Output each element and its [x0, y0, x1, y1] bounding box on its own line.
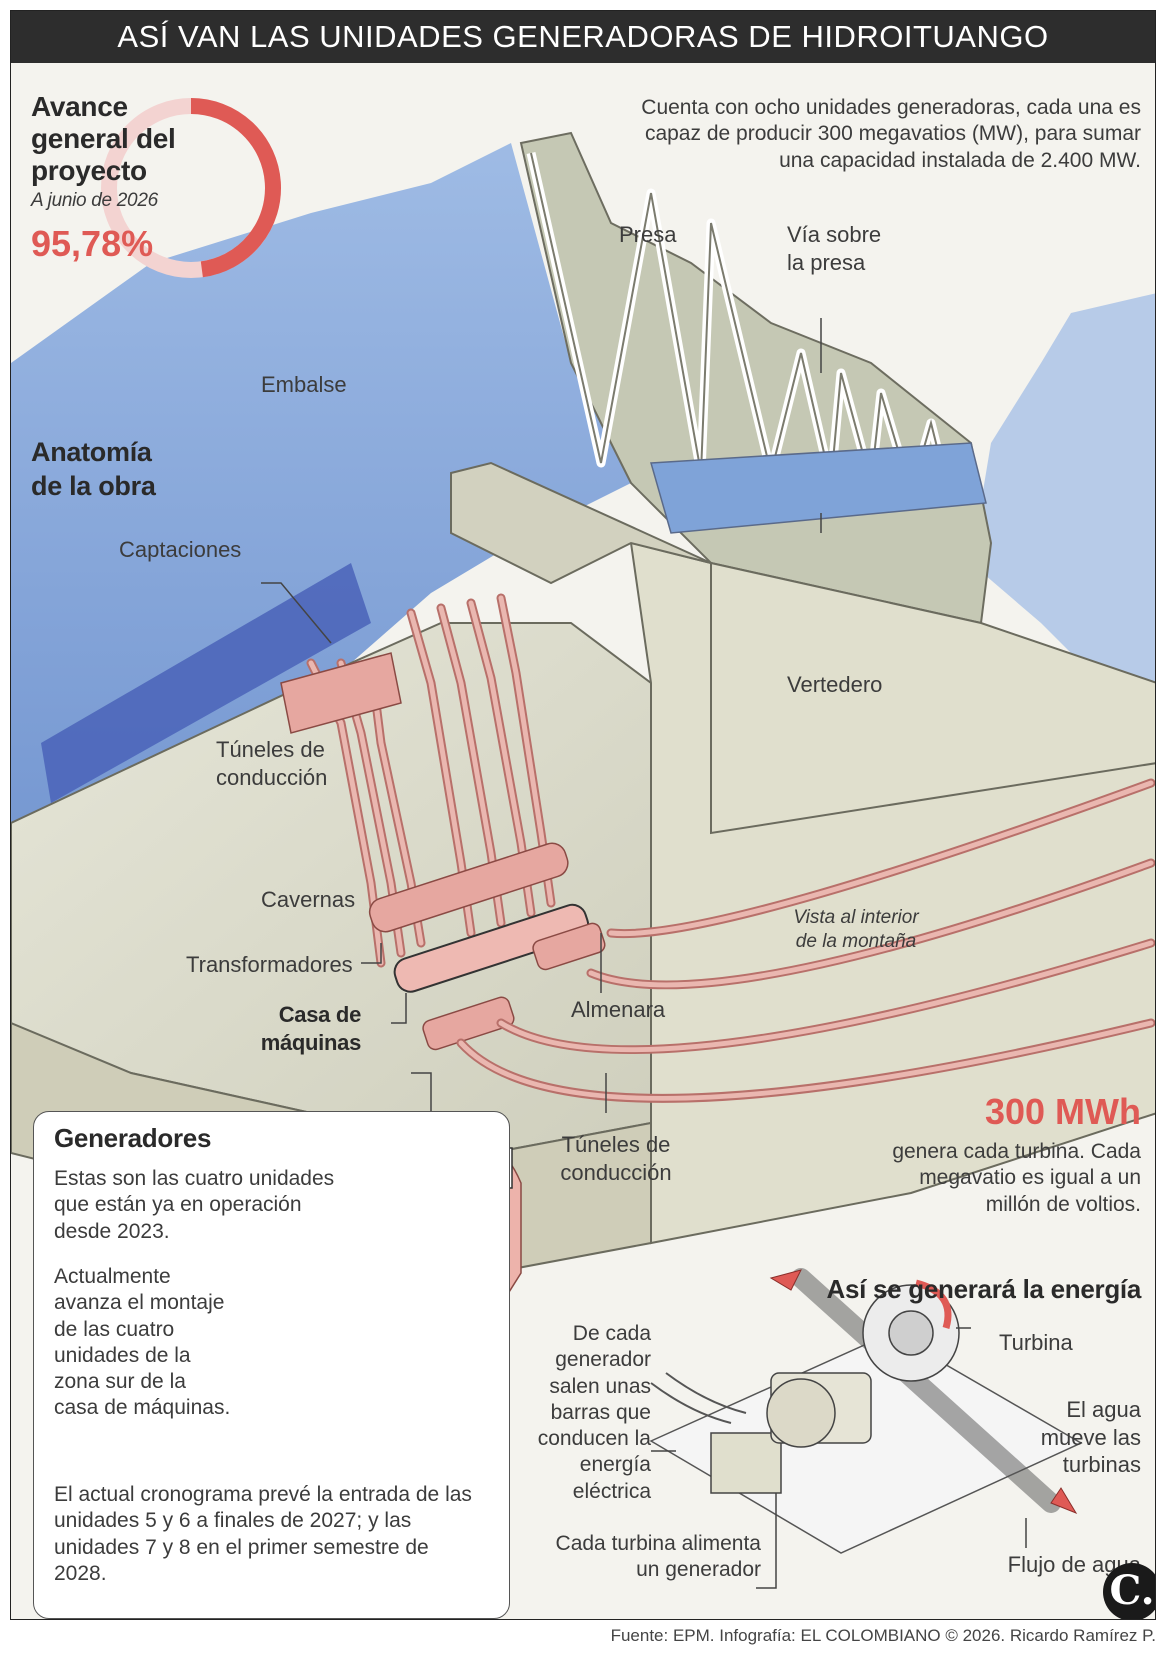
reservoir — [11, 143, 631, 843]
energy-barras: De cada generador salen unas barras que … — [537, 1322, 651, 1503]
caverns — [368, 842, 606, 1051]
label-presa: Presa — [619, 222, 677, 247]
intake-channel — [41, 563, 371, 803]
terrain-right — [629, 541, 1155, 1245]
label-casa: Casa de máquinas — [260, 1002, 362, 1055]
progress-value: 95,78% — [31, 223, 154, 264]
generators-panel: Generadores Estas son las cuatro unidade… — [33, 1111, 510, 1619]
energy-alimenta: Cada turbina alimenta un generador — [555, 1532, 761, 1582]
label-captaciones: Captaciones — [119, 537, 242, 562]
energy-agua: El agua mueve las turbinas — [1040, 1397, 1141, 1477]
label-almenara: Almenara — [571, 997, 666, 1022]
generators-p1: Estas son las cuatro unidades que están … — [54, 1167, 335, 1243]
generators-title: Generadores — [54, 1123, 212, 1153]
progress-label: Avance general del proyecto — [31, 91, 176, 187]
label-vista: Vista al interior de la montaña — [793, 907, 919, 952]
label-embalse: Embalse — [261, 372, 347, 397]
mwh-value: 300 MWh — [984, 1091, 1141, 1132]
energy-title: Así se generará la energía — [826, 1274, 1142, 1304]
progress-date: A junio de 2026 — [31, 190, 158, 211]
spillway — [650, 442, 987, 534]
turbine-diagram — [649, 1268, 1083, 1554]
footer-credits: Fuente: EPM. Infografía: EL COLOMBIANO ©… — [610, 1626, 1156, 1645]
progress-ring — [190, 98, 281, 278]
el-colombiano-logo: C. — [1103, 1563, 1155, 1619]
label-tuneles2: Túneles de conducción — [560, 1132, 672, 1185]
label-transformadores: Transformadores — [186, 952, 353, 977]
generators-p2: Actualmente avanza el montaje de las cua… — [54, 1265, 231, 1420]
infographic: ASÍ VAN LAS UNIDADES GENERADORAS DE HIDR… — [10, 10, 1156, 1620]
label-cavernas: Cavernas — [261, 887, 356, 912]
energy-turbina: Turbina — [999, 1330, 1073, 1355]
intro-text: Cuenta con ocho unidades generadoras, ca… — [641, 96, 1141, 172]
anatomy-title: Anatomía de la obra — [31, 437, 156, 501]
river-right — [971, 293, 1155, 683]
generators-p3: El actual cronograma prevé la entrada de… — [54, 1483, 472, 1585]
mwh-text: genera cada turbina. Cada megavatio es i… — [892, 1140, 1141, 1216]
label-vertedero: Vertedero — [787, 672, 883, 697]
label-tuneles1: Túneles de conducción — [216, 737, 328, 790]
page-title: ASÍ VAN LAS UNIDADES GENERADORAS DE HIDR… — [11, 11, 1155, 63]
intake-heads — [280, 652, 402, 734]
label-via: Vía sobre la presa — [787, 222, 882, 275]
